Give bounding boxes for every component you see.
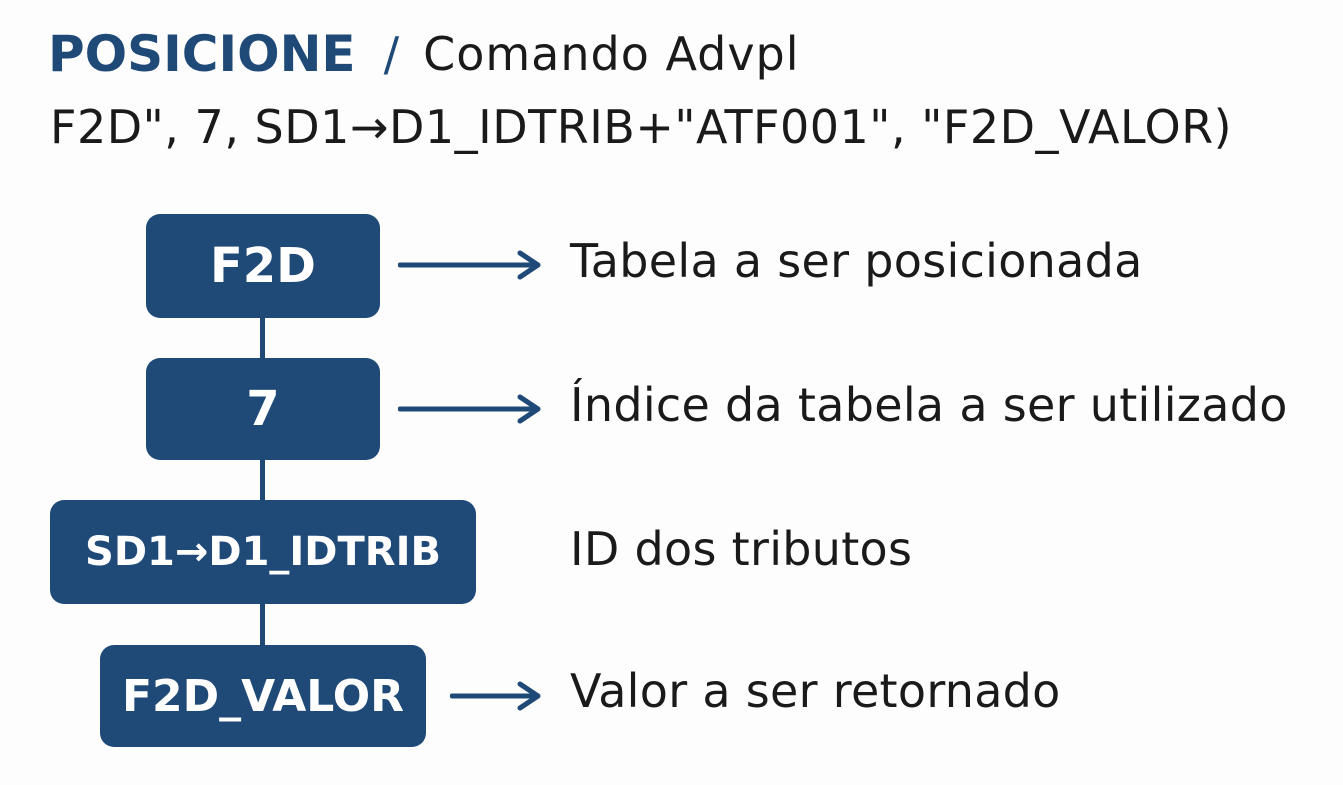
box-sd1-idtrib: SD1→D1_IDTRIB bbox=[50, 500, 476, 604]
label-id-tributos: ID dos tributos bbox=[570, 522, 913, 576]
title-main: POSICIONE bbox=[48, 25, 356, 83]
title-separator: / bbox=[383, 27, 400, 81]
label-valor: Valor a ser retornado bbox=[570, 664, 1061, 718]
label-indice: Índice da tabela a ser utilizado bbox=[570, 378, 1288, 432]
title-row: POSICIONE / Comando Advpl bbox=[48, 22, 800, 86]
arrow-right-icon bbox=[398, 250, 541, 280]
box-f2d-valor: F2D_VALOR bbox=[100, 645, 426, 747]
connector-line bbox=[260, 460, 265, 500]
box-index: 7 bbox=[146, 358, 380, 460]
code-line: F2D", 7, SD1→D1_IDTRIB+"ATF001", "F2D_VA… bbox=[50, 100, 1233, 154]
label-tabela: Tabela a ser posicionada bbox=[570, 234, 1143, 288]
title-subtitle: Comando Advpl bbox=[423, 27, 800, 81]
arrow-right-icon bbox=[398, 394, 541, 424]
connector-line bbox=[260, 318, 265, 358]
box-f2d: F2D bbox=[146, 214, 380, 318]
arrow-right-icon bbox=[450, 681, 541, 711]
connector-line bbox=[260, 604, 265, 645]
